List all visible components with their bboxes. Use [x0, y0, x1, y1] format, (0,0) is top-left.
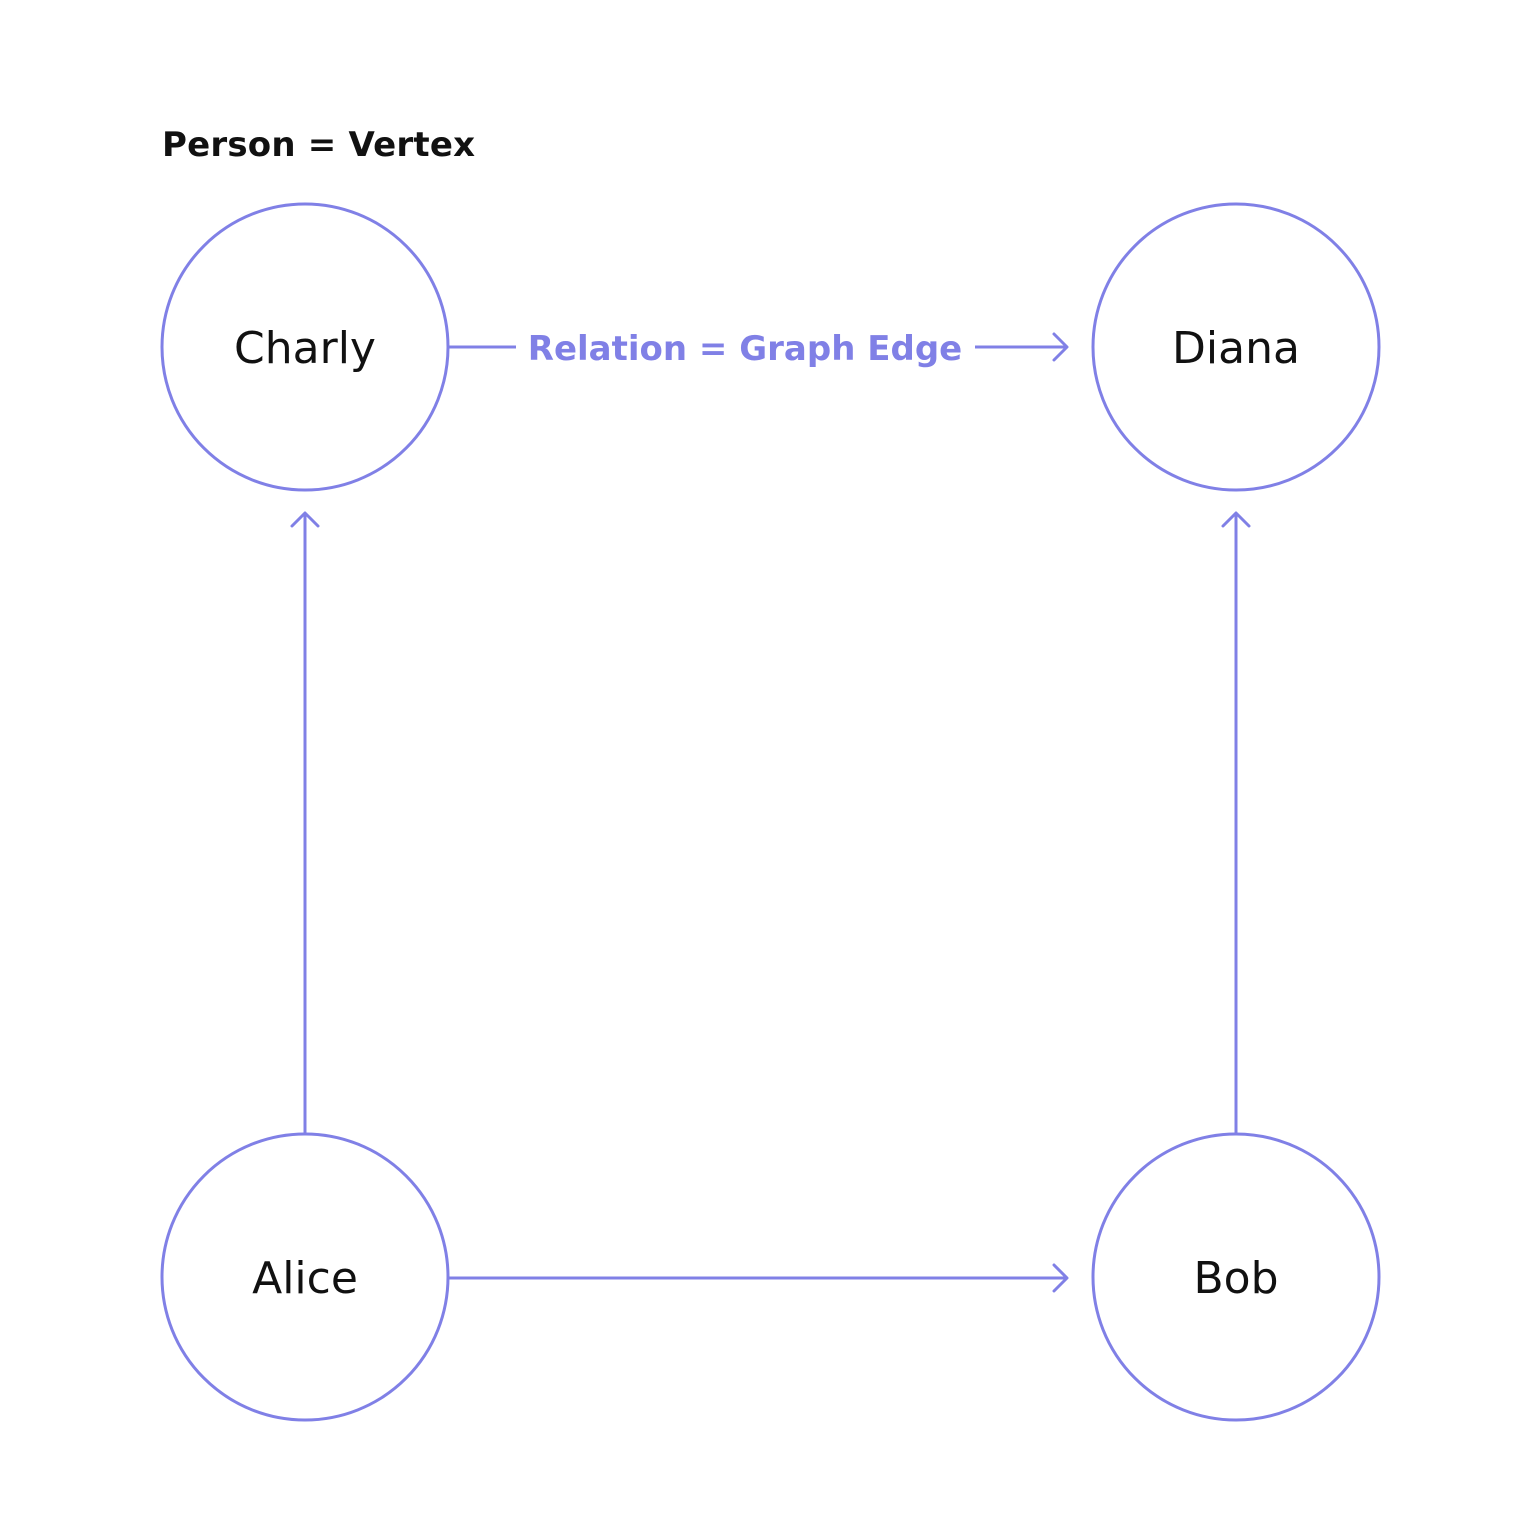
edge-alice-charly: [290, 511, 320, 1133]
vertex-circle[interactable]: [1091, 202, 1381, 492]
vertex-circle[interactable]: [160, 202, 450, 492]
vertex-label: Diana: [1172, 323, 1300, 374]
vertex-circle[interactable]: [1091, 1132, 1381, 1422]
vertex-label: Bob: [1193, 1253, 1278, 1304]
edge-charly-diana: Relation = Graph Edge: [449, 329, 1069, 369]
vertex-label: Alice: [252, 1253, 358, 1304]
arrow-head-icon: [1221, 511, 1251, 528]
edge-bob-diana: [1221, 511, 1251, 1133]
arrow-head-icon: [1052, 332, 1069, 362]
vertex-bob[interactable]: Bob: [1091, 1132, 1381, 1422]
vertex-charly[interactable]: Charly: [160, 202, 450, 492]
vertex-diana[interactable]: Diana: [1091, 202, 1381, 492]
arrow-head-icon: [1052, 1263, 1069, 1293]
legend-title: Person = Vertex: [162, 125, 475, 165]
edge-alice-bob: [449, 1263, 1069, 1293]
edge-label: Relation = Graph Edge: [528, 329, 962, 369]
arrow-head-icon: [290, 511, 320, 528]
vertex-label: Charly: [234, 323, 376, 374]
vertex-alice[interactable]: Alice: [160, 1132, 450, 1422]
vertex-circle[interactable]: [160, 1132, 450, 1422]
